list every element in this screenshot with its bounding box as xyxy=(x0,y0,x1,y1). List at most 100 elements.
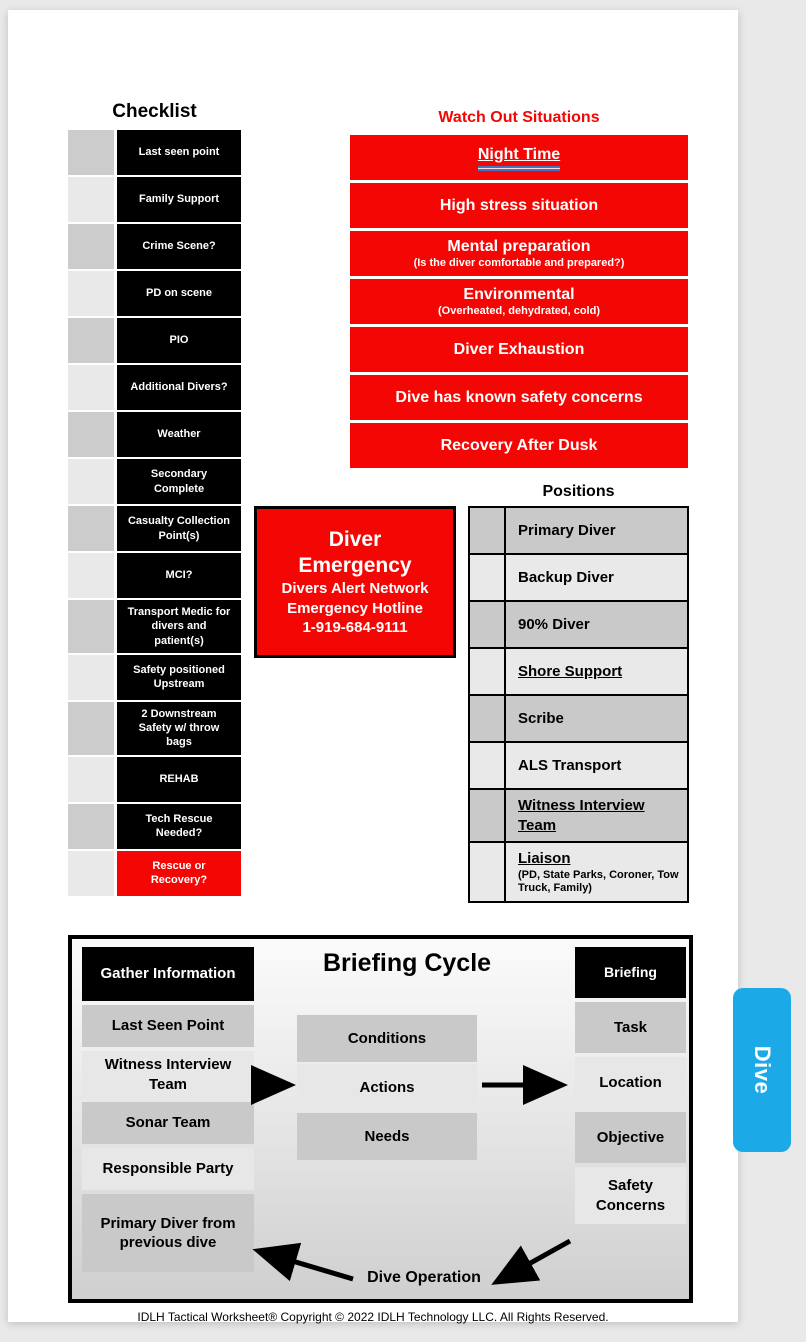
checklist-checkbox[interactable] xyxy=(68,553,114,598)
position-checkbox[interactable] xyxy=(470,555,506,600)
position-checkbox[interactable] xyxy=(470,508,506,553)
watch-out-title: Watch Out Situations xyxy=(438,109,600,126)
checklist-checkbox[interactable] xyxy=(68,756,114,802)
checklist-checkbox[interactable] xyxy=(68,365,114,410)
position-row: Scribe xyxy=(470,696,687,743)
gather-information-column: Gather Information Last Seen Point Witne… xyxy=(82,947,254,1272)
checklist-checkbox[interactable] xyxy=(68,654,114,700)
position-label: 90% Diver xyxy=(518,615,590,633)
checklist-item-label: MCI? xyxy=(117,553,241,598)
diver-emergency-box: Diver Emergency Divers Alert Network Eme… xyxy=(254,506,456,658)
checklist-item-label: 2 Downstream Safety w/ throw bags xyxy=(117,701,241,755)
position-row: Backup Diver xyxy=(470,555,687,602)
gather-item: Witness Interview Team xyxy=(82,1051,254,1098)
checklist-item-label: PD on scene xyxy=(117,271,241,316)
checklist-table: Last seen point Family Support Crime Sce… xyxy=(68,130,241,898)
checklist-checkbox[interactable] xyxy=(68,701,114,755)
position-row: ALS Transport xyxy=(470,743,687,790)
tab-dive-label: Dive xyxy=(749,1045,775,1095)
watch-out-item: Mental preparation (Is the diver comfort… xyxy=(350,231,688,277)
checklist-item-label: Transport Medic for divers and patient(s… xyxy=(117,600,241,653)
checklist-row: PIO xyxy=(68,318,241,363)
checklist-item-label-rescue-or-recovery: Rescue or Recovery? xyxy=(117,850,241,896)
checklist-checkbox[interactable] xyxy=(68,271,114,316)
briefing-header: Briefing xyxy=(575,947,686,998)
position-row: Shore Support xyxy=(470,649,687,696)
briefing-item: Location xyxy=(575,1057,686,1108)
cycle-arrows xyxy=(251,1065,572,1285)
diver-emergency-network: Divers Alert Network xyxy=(281,580,429,597)
conditions-actions-needs-column: Conditions Actions Needs xyxy=(297,1015,477,1160)
checklist-row: Casualty Collection Point(s) xyxy=(68,506,241,551)
checklist-row: PD on scene xyxy=(68,271,241,316)
checklist-checkbox[interactable] xyxy=(68,412,114,457)
checklist-item-label: Crime Scene? xyxy=(117,224,241,269)
checklist-checkbox[interactable] xyxy=(68,459,114,504)
checklist-item-label: Weather xyxy=(117,412,241,457)
checklist-row: 2 Downstream Safety w/ throw bags xyxy=(68,701,241,755)
position-checkbox[interactable] xyxy=(470,790,506,841)
gather-item: Responsible Party xyxy=(82,1148,254,1190)
watch-out-list: Night Time High stress situation Mental … xyxy=(350,135,688,471)
briefing-item: Objective xyxy=(575,1112,686,1163)
position-checkbox[interactable] xyxy=(470,696,506,741)
night-time-underlined: Night Time xyxy=(477,145,561,171)
cycle-item: Actions xyxy=(297,1064,477,1111)
position-checkbox[interactable] xyxy=(470,743,506,788)
checklist-checkbox[interactable] xyxy=(68,600,114,653)
night-time-accent-underline xyxy=(477,165,561,171)
checklist-checkbox[interactable] xyxy=(68,506,114,551)
position-row: Witness Interview Team xyxy=(470,790,687,843)
diver-emergency-phone: 1-919-684-9111 xyxy=(302,619,408,636)
checklist-row: MCI? xyxy=(68,553,241,598)
checklist-checkbox[interactable] xyxy=(68,803,114,849)
checklist-checkbox[interactable] xyxy=(68,130,114,175)
checklist-checkbox[interactable] xyxy=(68,177,114,222)
position-checkbox[interactable] xyxy=(470,843,506,901)
watch-out-item: Diver Exhaustion xyxy=(350,327,688,373)
checklist-item-label: Safety positioned Upstream xyxy=(117,654,241,700)
watch-out-item: Recovery After Dusk xyxy=(350,423,688,469)
briefing-item: Task xyxy=(575,1002,686,1053)
cycle-item: Conditions xyxy=(297,1015,477,1062)
checklist-row: Additional Divers? xyxy=(68,365,241,410)
copyright-footer: IDLH Tactical Worksheet® Copyright © 202… xyxy=(137,1310,609,1324)
checklist-item-label: Last seen point xyxy=(117,130,241,175)
diver-emergency-hotline: Emergency Hotline xyxy=(287,599,423,617)
diver-emergency-title: Diver Emergency xyxy=(298,527,412,577)
position-row: 90% Diver xyxy=(470,602,687,649)
position-checkbox[interactable] xyxy=(470,649,506,694)
checklist-item-label: Family Support xyxy=(117,177,241,222)
checklist-checkbox[interactable] xyxy=(68,224,114,269)
position-label: Scribe xyxy=(518,709,564,727)
checklist-item-label: REHAB xyxy=(117,756,241,802)
checklist-checkbox[interactable] xyxy=(68,318,114,363)
checklist-row: Crime Scene? xyxy=(68,224,241,269)
briefing-column: Briefing Task Location Objective Safety … xyxy=(575,947,686,1224)
checklist-item-label: Casualty Collection Point(s) xyxy=(117,506,241,551)
checklist-item-label: PIO xyxy=(117,318,241,363)
tab-dive[interactable]: Dive xyxy=(733,988,791,1152)
watch-out-item: Environmental (Overheated, dehydrated, c… xyxy=(350,279,688,325)
worksheet-page: Checklist Last seen point Family Support… xyxy=(8,10,738,1324)
watch-out-item: High stress situation xyxy=(350,183,688,228)
position-label: Liaison xyxy=(518,850,571,867)
checklist-row: Weather xyxy=(68,412,241,457)
position-row: Liaison (PD, State Parks, Coroner, Tow T… xyxy=(470,843,687,901)
position-label: Witness Interview Team xyxy=(518,797,645,834)
checklist-row: Rescue or Recovery? xyxy=(68,850,241,896)
position-sub-label: (PD, State Parks, Coroner, Tow Truck, Fa… xyxy=(518,868,679,894)
checklist-row: REHAB xyxy=(68,756,241,802)
watch-out-item: Dive has known safety concerns xyxy=(350,375,688,421)
checklist-row: Family Support xyxy=(68,177,241,222)
positions-table: Primary Diver Backup Diver 90% Diver Sho… xyxy=(468,506,689,903)
position-label: Primary Diver xyxy=(518,521,616,539)
dive-operation-label: Dive Operation xyxy=(367,1269,481,1286)
checklist-row: Safety positioned Upstream xyxy=(68,654,241,700)
position-label: Backup Diver xyxy=(518,568,614,586)
checklist-row: Secondary Complete xyxy=(68,459,241,504)
position-checkbox[interactable] xyxy=(470,602,506,647)
checklist-checkbox[interactable] xyxy=(68,850,114,896)
cycle-item: Needs xyxy=(297,1113,477,1160)
checklist-item-label: Secondary Complete xyxy=(117,459,241,504)
